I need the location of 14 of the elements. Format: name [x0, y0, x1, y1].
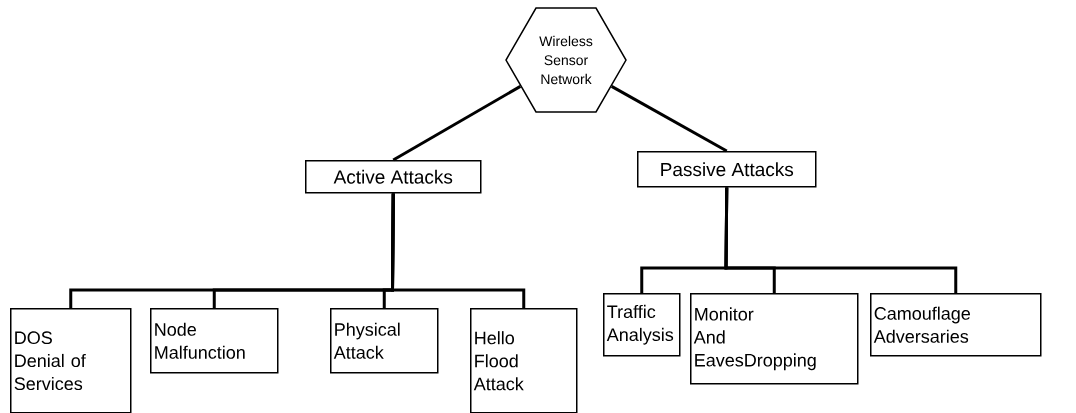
category-box: Active Attacks — [305, 160, 482, 194]
attack-box: Node Malfunction — [150, 308, 279, 374]
attack-box: Traffic Analysis — [603, 293, 681, 357]
attack-box: Camouflage Adversaries — [870, 293, 1042, 357]
attack-box: DOS Denial of Services — [10, 308, 132, 413]
connector-line — [392, 85, 522, 162]
attack-box: Monitor And EavesDropping — [690, 293, 859, 385]
connector-line — [391, 193, 526, 308]
connector-line — [610, 85, 728, 153]
connector-line — [724, 187, 958, 293]
attack-box: Physical Attack — [330, 308, 439, 374]
attack-box: Hello Flood Attack — [470, 308, 578, 413]
hexagon-node: Wireless Sensor Network — [505, 7, 627, 113]
category-box: Passive Attacks — [637, 151, 817, 188]
